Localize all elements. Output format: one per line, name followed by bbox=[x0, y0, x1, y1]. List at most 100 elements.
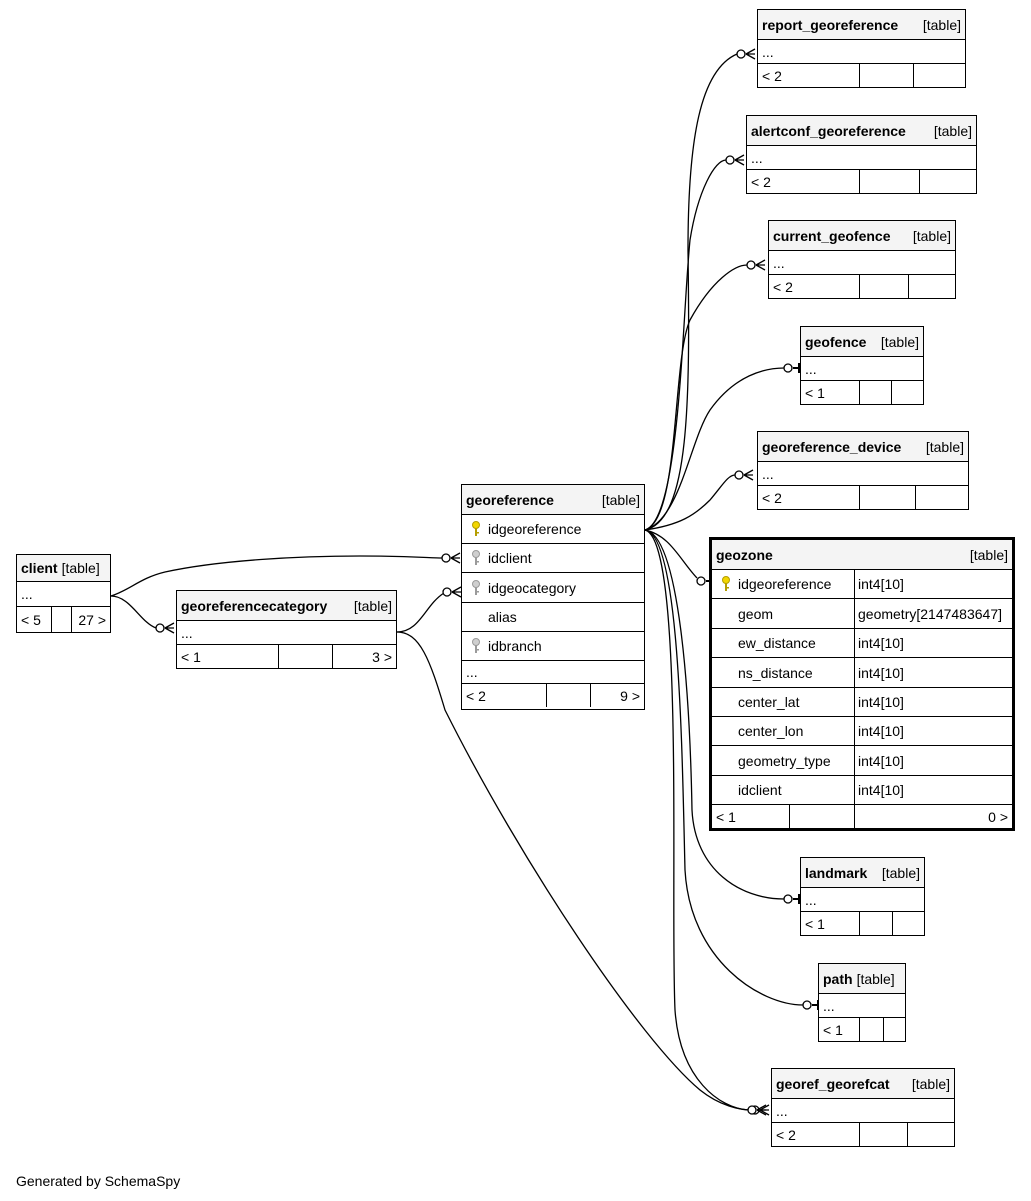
parents-count: < 1 bbox=[823, 1021, 843, 1038]
table-footer: < 1 bbox=[819, 1018, 905, 1041]
table-header: georeference_device [table] bbox=[758, 432, 968, 462]
table-name: landmark bbox=[805, 864, 868, 881]
table-footer: < 1 bbox=[801, 381, 923, 404]
column-row[interactable]: geometry_type int4[10] bbox=[712, 746, 1012, 776]
column-name: center_lon bbox=[738, 723, 804, 739]
rows-count bbox=[859, 1123, 907, 1146]
table-client[interactable]: client [table] ... < 5 27 > bbox=[16, 554, 111, 633]
table-footer: < 1 bbox=[801, 912, 924, 935]
table-geozone[interactable]: geozone [table] idgeoreference int4[10] … bbox=[709, 537, 1015, 831]
parents-count: < 5 bbox=[21, 611, 41, 628]
column-name: center_lat bbox=[738, 694, 800, 710]
columns-ellipsis: ... bbox=[819, 994, 905, 1018]
column-row[interactable]: geom geometry[2147483647] bbox=[712, 599, 1012, 629]
table-geofence[interactable]: geofence [table] ... < 1 bbox=[800, 326, 924, 405]
optional-circle-marker bbox=[734, 470, 744, 480]
table-landmark[interactable]: landmark [table] ... < 1 bbox=[800, 857, 925, 936]
column-row[interactable]: idgeoreference bbox=[462, 515, 644, 544]
table-type-tag: [table] bbox=[911, 1075, 950, 1092]
column-row[interactable]: center_lat int4[10] bbox=[712, 688, 1012, 717]
table-type-tag: [table] bbox=[969, 546, 1008, 563]
optional-circle-marker bbox=[746, 260, 756, 270]
table-footer: < 1 3 > bbox=[177, 645, 396, 668]
table-name: path bbox=[823, 970, 853, 987]
foreign-key-icon bbox=[472, 550, 480, 565]
column-row[interactable]: idbranch bbox=[462, 632, 644, 661]
parents-count: < 1 bbox=[181, 648, 201, 665]
crows-foot-marker bbox=[450, 552, 461, 564]
parents-count: < 1 bbox=[805, 915, 825, 932]
table-header: georeference [table] bbox=[462, 485, 644, 515]
children-count: 9 > bbox=[590, 684, 644, 707]
column-row[interactable]: ew_distance int4[10] bbox=[712, 629, 1012, 658]
table-report-georeference[interactable]: report_georeference [table] ... < 2 bbox=[757, 9, 966, 88]
relationship-line-georeferencecategory-georeference bbox=[396, 592, 445, 633]
table-path[interactable]: path [table] ... < 1 bbox=[818, 963, 906, 1042]
column-type: int4[10] bbox=[854, 776, 1012, 804]
optional-circle-marker bbox=[696, 576, 706, 586]
optional-circle-marker bbox=[783, 894, 793, 904]
column-type: int4[10] bbox=[854, 746, 1012, 775]
column-name: idclient bbox=[488, 550, 532, 566]
column-row[interactable]: alias bbox=[462, 603, 644, 632]
table-alertconf-georeference[interactable]: alertconf_georeference [table] ... < 2 bbox=[746, 115, 977, 194]
children-count bbox=[907, 1123, 954, 1146]
column-row[interactable]: center_lon int4[10] bbox=[712, 717, 1012, 746]
relationship-line-georeference-report_georeference bbox=[644, 53, 738, 531]
rows-count bbox=[278, 645, 332, 668]
table-georeference-device[interactable]: georeference_device [table] ... < 2 bbox=[757, 431, 969, 510]
columns-ellipsis: ... bbox=[177, 621, 396, 645]
relationship-line-georeference-landmark bbox=[644, 529, 785, 900]
table-name: georeferencecategory bbox=[181, 597, 328, 614]
relationship-line-georeferencecategory-georef_georefcat bbox=[396, 631, 753, 1111]
table-name: report_georeference bbox=[762, 16, 899, 33]
table-name: client bbox=[21, 560, 58, 576]
table-header: current_geofence [table] bbox=[769, 221, 955, 251]
columns-ellipsis: ... bbox=[758, 40, 965, 64]
one-bar-marker bbox=[793, 363, 800, 373]
table-georeferencecategory[interactable]: georeferencecategory [table] ... < 1 3 > bbox=[176, 590, 397, 669]
column-name: idbranch bbox=[488, 638, 542, 654]
column-type: int4[10] bbox=[854, 658, 1012, 687]
table-type-tag: [table] bbox=[880, 333, 919, 350]
optional-circle-marker bbox=[802, 1000, 812, 1010]
table-type-tag: [table] bbox=[912, 227, 951, 244]
table-footer: < 1 0 > bbox=[712, 805, 1012, 828]
column-row[interactable]: idgeoreference int4[10] bbox=[712, 570, 1012, 599]
parents-count: < 2 bbox=[776, 1126, 796, 1143]
table-type-tag: [table] bbox=[601, 491, 640, 508]
optional-circle-marker bbox=[442, 587, 452, 597]
children-count bbox=[919, 170, 976, 193]
optional-circle-marker bbox=[747, 1105, 757, 1115]
crows-foot-marker bbox=[164, 622, 175, 634]
column-row[interactable]: ns_distance int4[10] bbox=[712, 658, 1012, 688]
crows-foot-marker bbox=[756, 1104, 767, 1116]
column-row[interactable]: idclient bbox=[462, 544, 644, 573]
relationship-line-georeference-path bbox=[644, 529, 804, 1006]
table-name: georef_georefcat bbox=[776, 1075, 890, 1092]
table-footer: < 2 bbox=[758, 64, 965, 87]
children-count: 3 > bbox=[332, 645, 396, 668]
table-georef-georefcat[interactable]: georef_georefcat [table] ... < 2 bbox=[771, 1068, 955, 1147]
optional-circle-marker bbox=[736, 49, 746, 59]
column-type: int4[10] bbox=[854, 717, 1012, 745]
column-name: ns_distance bbox=[738, 664, 813, 681]
column-type: int4[10] bbox=[854, 629, 1012, 657]
optional-circle-marker bbox=[441, 553, 451, 563]
table-georeference[interactable]: georeference [table] idgeoreference idcl… bbox=[461, 484, 645, 710]
parents-count: < 2 bbox=[466, 687, 486, 704]
parents-count: < 2 bbox=[751, 173, 771, 190]
column-row[interactable]: idgeocategory bbox=[462, 573, 644, 603]
column-row[interactable]: idclient int4[10] bbox=[712, 776, 1012, 805]
foreign-key-icon bbox=[472, 579, 480, 595]
column-name: geom bbox=[738, 605, 774, 622]
columns-ellipsis: ... bbox=[769, 251, 955, 275]
table-current-geofence[interactable]: current_geofence [table] ... < 2 bbox=[768, 220, 956, 299]
table-footer: < 2 bbox=[769, 275, 955, 298]
table-footer: < 2 bbox=[758, 486, 968, 509]
optional-circle-marker bbox=[725, 155, 735, 165]
children-count: 27 > bbox=[71, 607, 110, 632]
rows-count bbox=[859, 486, 915, 509]
